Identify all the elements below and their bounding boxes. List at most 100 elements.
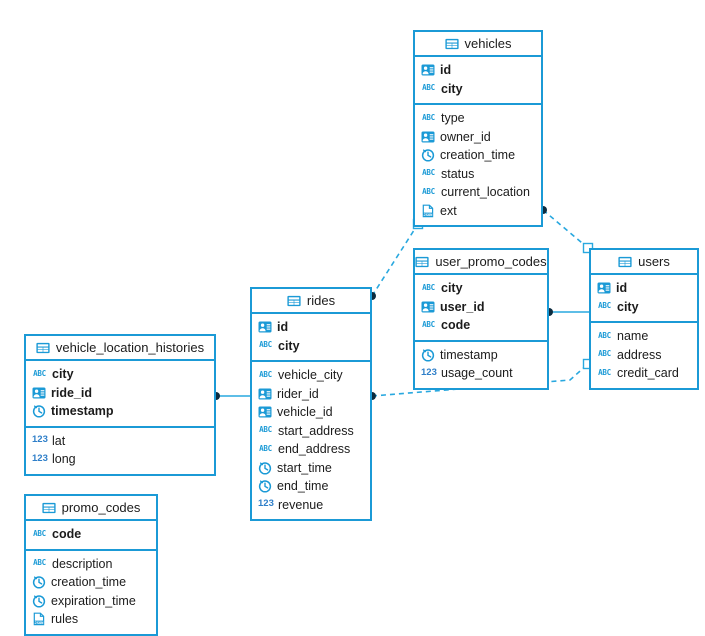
field-name-label: timestamp xyxy=(51,404,114,419)
primary-key-field[interactable]: id xyxy=(421,61,535,80)
clock-icon xyxy=(32,404,46,418)
table-name-label: vehicle_location_histories xyxy=(55,340,205,355)
primary-key-field[interactable]: id xyxy=(258,318,364,337)
column-field[interactable]: expiration_time xyxy=(32,592,150,611)
field-name-label: user_id xyxy=(440,299,485,314)
field-name-label: id xyxy=(440,63,452,78)
column-field[interactable]: 123 usage_count xyxy=(421,364,541,383)
table-name-label: user_promo_codes xyxy=(435,254,547,269)
field-name-label: owner_id xyxy=(440,129,491,144)
field-name-label: description xyxy=(52,556,113,571)
primary-key-field[interactable]: timestamp xyxy=(32,402,208,421)
primary-key-field[interactable]: ride_id xyxy=(32,384,208,403)
column-field[interactable]: owner_id xyxy=(421,128,535,147)
table-header-vehicle_location_histories[interactable]: vehicle_location_histories xyxy=(26,336,214,361)
field-name-label: credit_card xyxy=(617,366,679,381)
abc-text-icon: ABC xyxy=(422,319,435,329)
abc-text-icon: ABC xyxy=(598,330,611,340)
field-name-label: expiration_time xyxy=(51,593,136,608)
column-field[interactable]: end_time xyxy=(258,477,364,496)
table-name-label: rides xyxy=(306,293,336,308)
clock-icon xyxy=(258,461,272,475)
123-number-icon: 123 xyxy=(258,498,274,509)
table-header-vehicles[interactable]: vehicles xyxy=(415,32,541,57)
table-name-label: vehicles xyxy=(464,36,512,51)
clock-icon xyxy=(32,594,46,608)
field-name-label: status xyxy=(441,166,475,181)
id-card-icon xyxy=(258,321,272,333)
json-file-icon: JSON xyxy=(421,204,435,218)
abc-text-icon: ABC xyxy=(33,528,46,538)
field-name-label: city xyxy=(278,338,300,353)
primary-key-field[interactable]: id xyxy=(597,279,691,298)
table-header-rides[interactable]: rides xyxy=(252,289,370,314)
field-name-label: rider_id xyxy=(277,386,319,401)
field-name-label: address xyxy=(617,347,662,362)
field-name-label: usage_count xyxy=(441,366,513,381)
clock-icon xyxy=(421,148,435,162)
table-header-user_promo_codes[interactable]: user_promo_codes xyxy=(415,250,547,275)
field-name-label: id xyxy=(616,281,628,296)
table-grid-icon xyxy=(618,256,632,268)
column-field[interactable]: start_time xyxy=(258,459,364,478)
column-field[interactable]: vehicle_id xyxy=(258,403,364,422)
field-name-label: start_address xyxy=(278,423,354,438)
column-field[interactable]: creation_time xyxy=(32,573,150,592)
primary-key-field[interactable]: user_id xyxy=(421,298,541,317)
123-number-icon: 123 xyxy=(421,366,437,378)
field-name-label: vehicle_city xyxy=(278,368,343,383)
table-name-label: promo_codes xyxy=(61,500,141,515)
id-card-icon xyxy=(597,282,611,294)
field-name-label: revenue xyxy=(278,497,324,512)
relationship-user-promo-codes-to-users[interactable] xyxy=(545,308,589,316)
relationship-vehicle-location-histories-to-rides[interactable] xyxy=(212,392,250,400)
column-field[interactable]: rider_id xyxy=(258,385,364,404)
table-grid-icon xyxy=(415,256,429,268)
table-header-users[interactable]: users xyxy=(591,250,697,275)
table-name-label: users xyxy=(638,254,670,269)
id-card-icon xyxy=(258,406,272,418)
id-card-icon xyxy=(421,64,435,76)
column-field[interactable]: creation_time xyxy=(421,146,535,165)
column-field[interactable]: timestamp xyxy=(421,346,541,365)
id-card-icon xyxy=(421,301,435,313)
table-header-promo_codes[interactable]: promo_codes xyxy=(26,496,156,521)
field-name-label: ride_id xyxy=(51,385,92,400)
column-field[interactable]: 123 revenue xyxy=(258,496,364,515)
relationship-vehicles-to-users[interactable] xyxy=(539,206,594,254)
